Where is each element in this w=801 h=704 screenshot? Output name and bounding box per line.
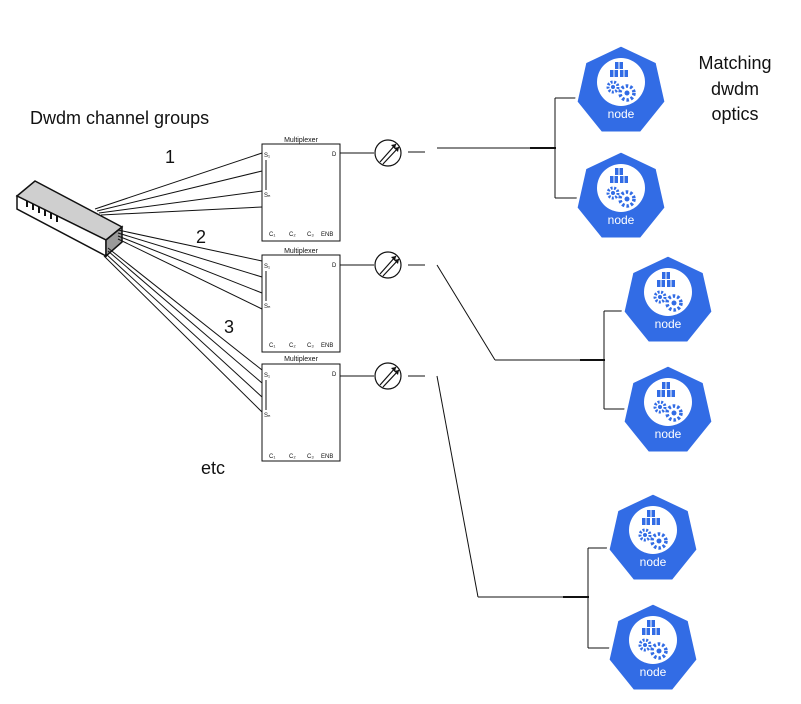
node-label: node: [608, 213, 635, 227]
control-pin-3: C₃: [307, 343, 314, 349]
output-pin: D: [332, 372, 337, 378]
input-last-pin: Sₙ: [264, 304, 271, 310]
control-pin-3: C₃: [307, 232, 314, 238]
multiplexer-title: Multiplexer: [284, 137, 319, 144]
input-last-pin: Sₙ: [264, 413, 271, 419]
etc-label: etc: [201, 458, 225, 478]
kubernetes-node-icon: node: [621, 363, 715, 455]
optical-amplifier-icon: [374, 139, 402, 167]
switch-icon: [15, 180, 124, 258]
control-pin-3: C₃: [307, 454, 314, 460]
multiplexer-1: Multiplexer S₁ Sₙ D C₁ C₂ C₃ ENB: [261, 137, 341, 242]
matching-label-line1: Matching: [698, 53, 771, 73]
multiplexer-3: Multiplexer S₁ Sₙ D C₁ C₂ C₃ ENB: [261, 356, 341, 462]
node-label: node: [608, 107, 635, 121]
control-pin-2: C₂: [289, 343, 296, 349]
kubernetes-node-icon: node: [574, 43, 668, 135]
control-pin-2: C₂: [289, 454, 296, 460]
control-pin-1: C₁: [269, 343, 275, 349]
multiplexer-title: Multiplexer: [284, 356, 319, 363]
node-label: node: [640, 665, 667, 679]
optical-amplifier-icon: [374, 362, 402, 390]
mux-output-wires: [340, 152, 374, 377]
control-pin-2: C₂: [289, 232, 296, 238]
optical-amplifier-icon: [374, 251, 402, 279]
multiplexer-title: Multiplexer: [284, 248, 319, 255]
group-3-label: 3: [224, 317, 234, 337]
kubernetes-node-icon: node: [606, 491, 700, 583]
input-first-pin: S₁: [264, 264, 270, 270]
input-first-pin: S₁: [264, 153, 270, 159]
node-label: node: [655, 427, 682, 441]
group-1-label: 1: [165, 147, 175, 167]
multiplexer-2: Multiplexer S₁ Sₙ D C₁ C₂ C₃ ENB: [261, 248, 341, 353]
control-pin-1: C₁: [269, 232, 275, 238]
input-last-pin: Sₙ: [264, 193, 271, 199]
input-first-pin: S₁: [264, 373, 270, 379]
enable-pin: ENB: [321, 232, 333, 238]
fiber-fanout: [94, 152, 263, 413]
kubernetes-node-icon: node: [606, 601, 700, 693]
control-pin-1: C₁: [269, 454, 275, 460]
output-pin: D: [332, 152, 337, 158]
kubernetes-node-icon: node: [621, 253, 715, 345]
matching-label-line2: dwdm: [711, 79, 759, 99]
enable-pin: ENB: [321, 343, 333, 349]
enable-pin: ENB: [321, 454, 333, 460]
node-label: node: [640, 555, 667, 569]
kubernetes-node-icon: node: [574, 149, 668, 241]
node-label: node: [655, 317, 682, 331]
channel-groups-label: Dwdm channel groups: [30, 108, 209, 128]
matching-label-line3: optics: [711, 104, 758, 124]
output-pin: D: [332, 263, 337, 269]
group-2-label: 2: [196, 227, 206, 247]
